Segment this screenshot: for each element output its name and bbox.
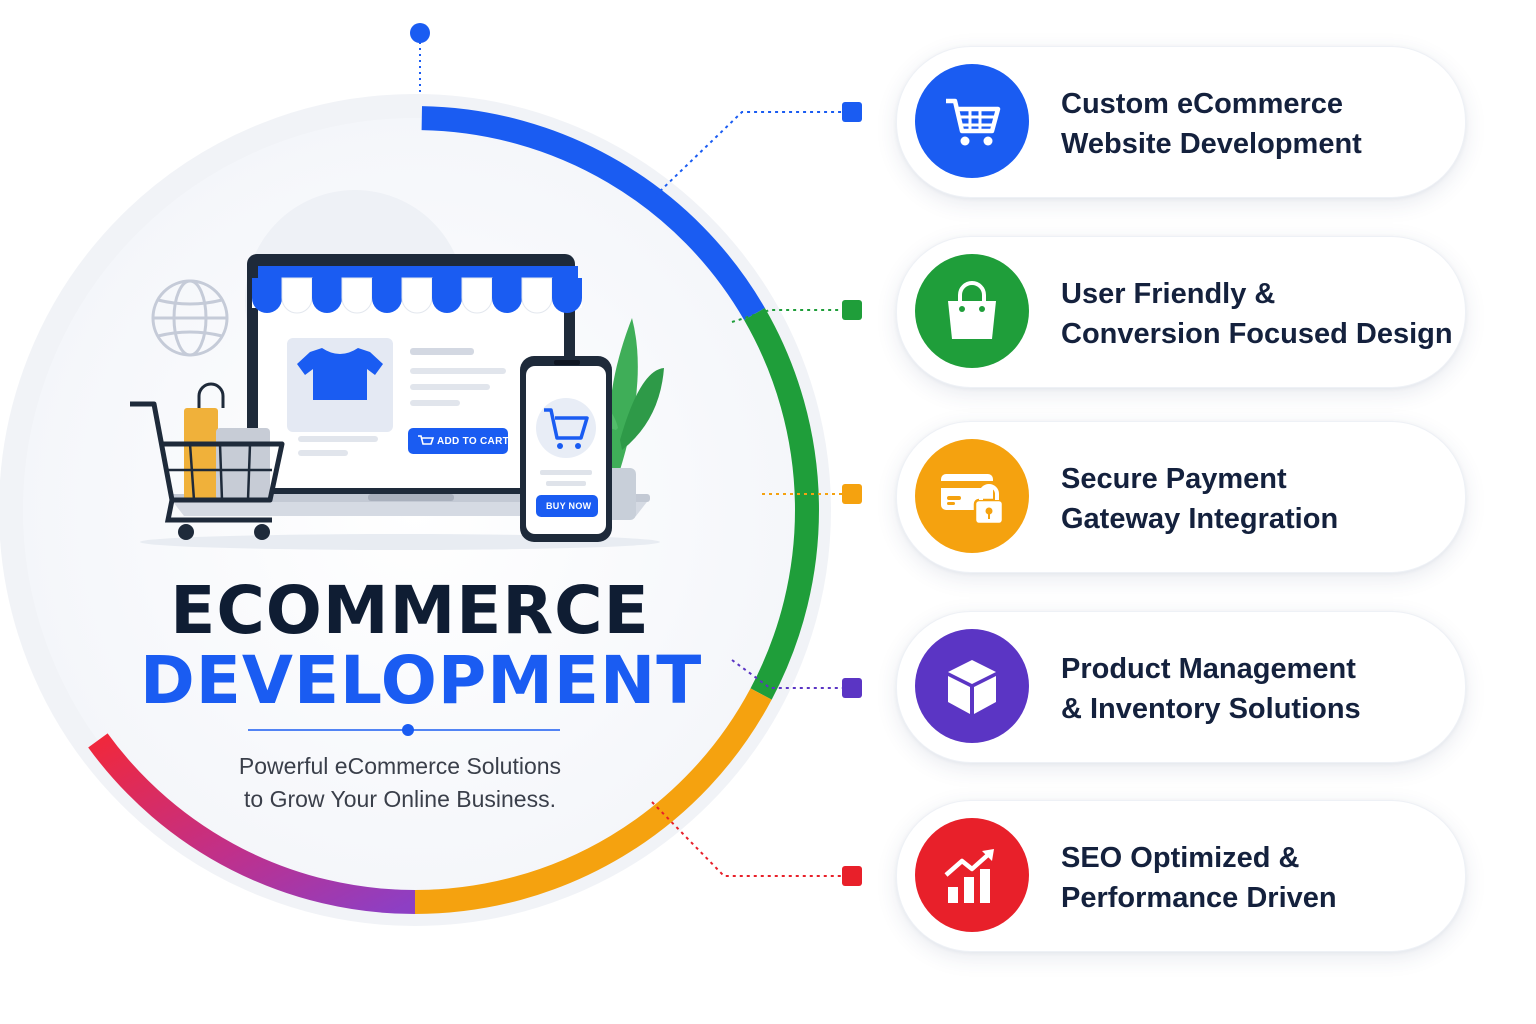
headline-line1: ECOMMERCE [170, 572, 650, 649]
shopping-bag-icon [948, 281, 996, 339]
feature-title-line2: Conversion Focused Design [1061, 318, 1453, 350]
progress-ring [88, 106, 819, 914]
ring-segment-red-purple [88, 733, 416, 914]
feature-title: Secure Payment Gateway Integration [1061, 459, 1338, 539]
feature-title-line1: SEO Optimized & [1061, 842, 1300, 874]
phone [520, 356, 612, 542]
feature-card-payment-gateway: Secure Payment Gateway Integration [896, 421, 1466, 573]
connector-endpoint [842, 102, 862, 122]
divider-dot [402, 724, 414, 736]
tshirt-icon [297, 348, 383, 400]
feature-icon-circle [915, 818, 1029, 932]
subtitle-line1: Powerful eCommerce Solutions [238, 753, 562, 779]
globe-icon [151, 279, 229, 357]
text-line [410, 384, 490, 390]
ring-segment-green [744, 308, 819, 700]
box-icon [948, 660, 996, 714]
feature-icon-circle [915, 254, 1029, 368]
text-line [410, 400, 460, 406]
subtitle-line2: to Grow Your Online Business. [244, 786, 556, 812]
feature-icon-circle [915, 439, 1029, 553]
feature-title-line1: Custom eCommerce [1061, 88, 1344, 120]
top-pin-dot [410, 23, 430, 43]
add-to-cart-button[interactable] [408, 428, 508, 454]
text-line [410, 348, 474, 355]
connector-endpoint [842, 300, 862, 320]
connector-endpoint [842, 678, 862, 698]
feature-title-line2: Website Development [1061, 128, 1362, 160]
add-to-cart-label: ADD TO CART [437, 436, 510, 447]
feature-card-conversion-design: User Friendly & Conversion Focused Desig… [896, 236, 1466, 388]
feature-title-line2: Performance Driven [1061, 882, 1337, 914]
card-lock-icon [941, 474, 1005, 526]
feature-title: Custom eCommerce Website Development [1061, 84, 1362, 164]
text-line [298, 436, 378, 442]
feature-title: User Friendly & Conversion Focused Desig… [1061, 274, 1453, 354]
feature-title-line1: User Friendly & [1061, 278, 1276, 310]
feature-title-line2: & Inventory Solutions [1061, 693, 1361, 725]
growth-chart-icon [944, 849, 994, 903]
shopping-cart-illustration [130, 382, 285, 540]
feature-icon-circle [915, 64, 1029, 178]
feature-card-seo-performance: SEO Optimized & Performance Driven [896, 800, 1466, 952]
shopping-cart-icon [946, 98, 1001, 146]
store-awning [252, 266, 582, 314]
connectors [651, 102, 862, 886]
feature-title-line1: Secure Payment [1061, 463, 1287, 495]
ring-segment-blue [421, 106, 765, 321]
feature-title-line2: Gateway Integration [1061, 503, 1339, 535]
headline-line2: DEVELOPMENT [140, 642, 703, 719]
connector-line [731, 659, 852, 689]
connector-endpoint [842, 866, 862, 886]
connector-endpoint [842, 484, 862, 504]
ring-segment-orange [414, 688, 772, 914]
mini-cart-icon [418, 435, 435, 445]
connector-line [654, 111, 852, 197]
feature-title: Product Management & Inventory Solutions [1061, 649, 1361, 729]
phone-cart-icon [544, 408, 589, 440]
feature-card-product-management: Product Management & Inventory Solutions [896, 611, 1466, 763]
feature-title-line1: Product Management [1061, 653, 1356, 685]
feature-icon-circle [915, 629, 1029, 743]
buy-now-label: BUY NOW [546, 501, 592, 511]
text-line [410, 368, 506, 374]
illustration [130, 190, 664, 550]
buy-now-button[interactable] [536, 495, 598, 517]
feature-title: SEO Optimized & Performance Driven [1061, 838, 1337, 918]
feature-card-website-development: Custom eCommerce Website Development [896, 46, 1466, 198]
text-line [298, 450, 348, 456]
